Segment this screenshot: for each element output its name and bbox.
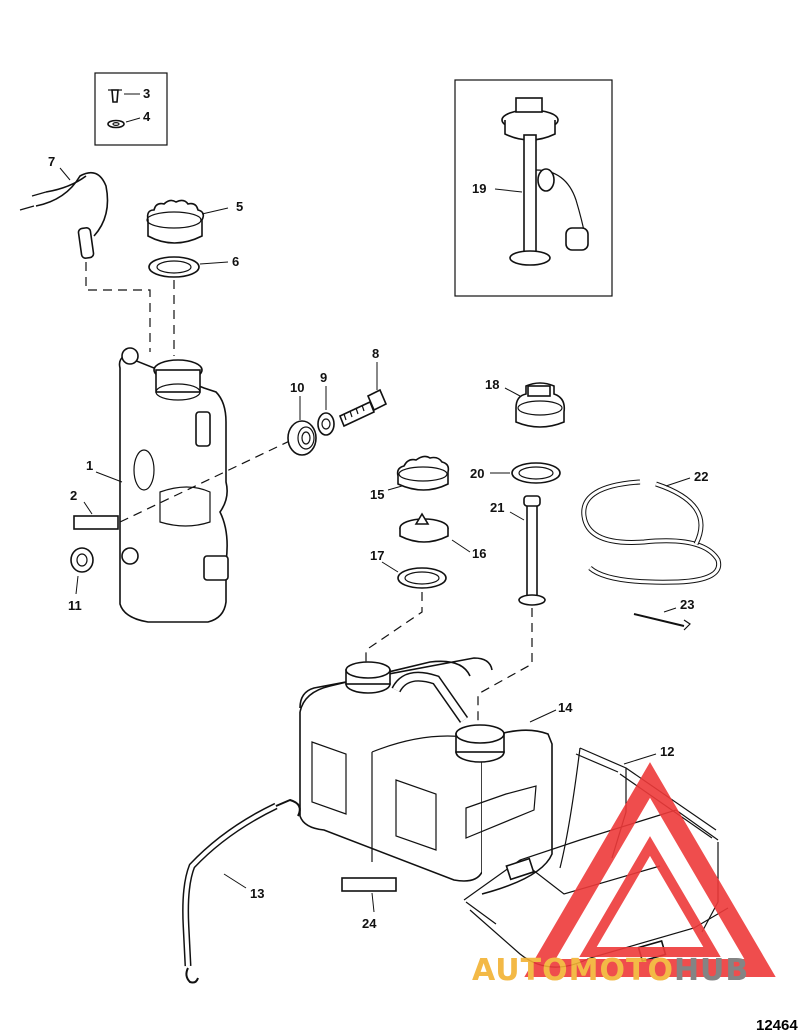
sender-tube bbox=[523, 134, 537, 256]
gasket-part-17: 17 bbox=[370, 548, 447, 589]
callout-7: 7 bbox=[48, 154, 55, 169]
label-strip-part-2: 2 bbox=[70, 488, 119, 530]
pickup-tube-part-21: 21 bbox=[490, 495, 546, 606]
watermark-word-hub: HUB bbox=[674, 953, 749, 988]
tank-cap-part-5: 5 bbox=[146, 199, 243, 244]
callout-18: 18 bbox=[485, 377, 499, 392]
label-part-24: 24 bbox=[341, 877, 397, 931]
callout-15: 15 bbox=[370, 487, 384, 502]
inset-box-fuel-sender: 19 bbox=[454, 79, 613, 297]
portable-tank-part-14: 14 bbox=[299, 657, 573, 895]
automotohub-watermark: AUTOMOTOHUB bbox=[472, 762, 776, 988]
callout-23: 23 bbox=[680, 597, 694, 612]
callout-6: 6 bbox=[232, 254, 239, 269]
callout-21: 21 bbox=[490, 500, 504, 515]
sender-assembly-part-18: 18 bbox=[485, 377, 566, 428]
watermark-text: AUTOMOTOHUB bbox=[472, 953, 749, 988]
watermark-word-moto: MOTO bbox=[569, 953, 674, 988]
tank-part-1: 1 bbox=[86, 347, 229, 623]
callout-9: 9 bbox=[320, 370, 327, 385]
tie-strap-part-23: 23 bbox=[633, 597, 694, 631]
grommet-part-11: 11 bbox=[68, 547, 94, 613]
callout-14: 14 bbox=[558, 700, 573, 715]
callout-19: 19 bbox=[472, 181, 486, 196]
callout-10: 10 bbox=[290, 380, 304, 395]
watermark-word-auto: AUTO bbox=[472, 953, 569, 988]
callout-4: 4 bbox=[143, 109, 151, 124]
callout-17: 17 bbox=[370, 548, 384, 563]
inset-box-screw-washer: 3 4 bbox=[94, 72, 168, 146]
wire-harness-part-7: 7 bbox=[19, 154, 109, 259]
callout-3: 3 bbox=[143, 86, 150, 101]
washer-part-9: 9 bbox=[317, 370, 335, 436]
callout-12: 12 bbox=[660, 744, 674, 759]
callout-22: 22 bbox=[694, 469, 708, 484]
callout-16: 16 bbox=[472, 546, 486, 561]
bushing-part-10: 10 bbox=[287, 380, 317, 456]
callout-11: 11 bbox=[68, 598, 82, 613]
fuel-hose-part-22: 22 bbox=[581, 469, 722, 585]
callout-8: 8 bbox=[372, 346, 379, 361]
vent-cap-part-16: 16 bbox=[399, 512, 486, 561]
fitting-part-8: 8 bbox=[338, 346, 388, 428]
callout-5: 5 bbox=[236, 199, 243, 214]
callout-13: 13 bbox=[250, 886, 264, 901]
callout-1: 1 bbox=[86, 458, 93, 473]
callout-2: 2 bbox=[70, 488, 77, 503]
screw-part-3 bbox=[111, 89, 119, 103]
washer-part-4 bbox=[107, 119, 125, 129]
gasket-part-20: 20 bbox=[470, 462, 561, 484]
sender-float bbox=[565, 227, 589, 251]
strap-part-13: 13 bbox=[182, 798, 301, 984]
callout-20: 20 bbox=[470, 466, 484, 481]
gasket-part-6: 6 bbox=[148, 254, 239, 278]
figure-number: 12464 bbox=[756, 1017, 798, 1034]
callout-24: 24 bbox=[362, 916, 377, 931]
cap-part-15: 15 bbox=[370, 455, 450, 502]
